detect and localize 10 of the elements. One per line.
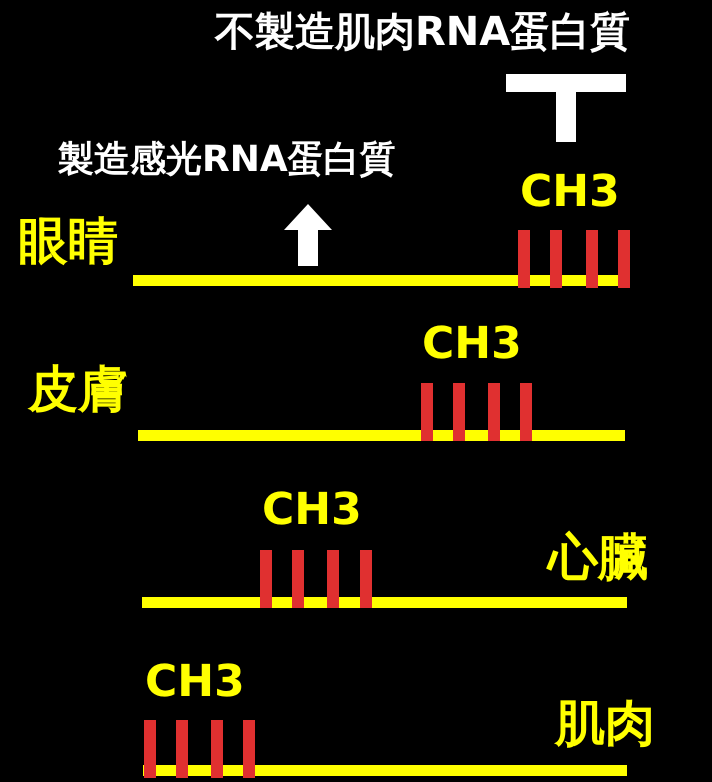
methyl-label: CH3 xyxy=(422,322,522,366)
methyl-label: CH3 xyxy=(145,660,245,704)
methyl-label: CH3 xyxy=(262,488,362,532)
tissue-label: 皮膚 xyxy=(28,364,128,414)
tissue-label: 眼睛 xyxy=(18,216,118,266)
tissue-label: 肌肉 xyxy=(555,698,655,748)
caption-text: 製造感光RNA蛋白質 xyxy=(58,142,396,178)
caption-text: 不製造肌肉RNA蛋白質 xyxy=(215,12,630,52)
tissue-label: 心臟 xyxy=(548,532,648,582)
methyl-label: CH3 xyxy=(520,170,620,214)
